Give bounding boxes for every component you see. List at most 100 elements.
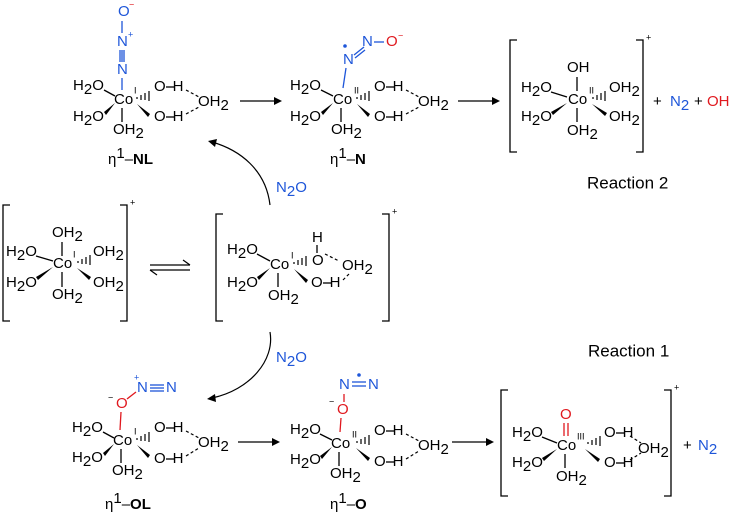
ligand-h2o-o-2: H2O (290, 451, 321, 472)
bond-co-h2o-nl-1 (103, 89, 116, 97)
ligand-h2o-r2-1: H2O (521, 79, 552, 100)
ligand-oh-top-r2: OH (567, 59, 590, 76)
atom-n2-n: N (362, 33, 373, 50)
hash-co-oh-nl-1 (136, 91, 150, 101)
bond-co-h2o-center-1 (256, 253, 271, 262)
hash-co-oh-center-1 (293, 256, 307, 266)
charge-plus-r1: + (674, 382, 679, 392)
arrow-ol-to-o (238, 438, 280, 446)
atom-o-n: O (386, 33, 398, 50)
atom-n1-ol: N (137, 379, 148, 396)
reagent-n2o-top: N2O (276, 179, 307, 200)
complex-co-i-hexaaqua: + OH2 Co I H2O H2O OH2 OH2 OH2 (2, 197, 135, 322)
ligand-h2o-n-2: H2O (290, 108, 321, 129)
hbond-nl-2 (185, 106, 200, 115)
ligand-oh2-hexa-2: OH2 (93, 274, 124, 295)
wedge-co-h2o-n-2 (321, 103, 333, 115)
water-hbond-center: OH2 (342, 257, 373, 278)
complex-co-ii-product: + OH Co II H2O H2O OH2 OH2 OH2 (509, 32, 651, 153)
ox-state-r1: III (577, 431, 585, 441)
ligand-oh2-hexa-1: OH2 (93, 243, 124, 264)
hash-co-oh-r1-1 (587, 436, 601, 446)
atom-co-r1: Co (557, 437, 576, 454)
ligand-h2o-center-2: H2O (227, 274, 258, 295)
ligand-h2o-o-1: H2O (290, 421, 321, 442)
products-reaction1: + N2 (683, 437, 717, 458)
ligand-oh2-o: OH2 (330, 465, 361, 486)
charge-minus-ol: − (108, 392, 113, 402)
wedge-co-h2o-ol-2 (103, 444, 114, 456)
hbond-r1-2 (629, 452, 642, 461)
ox-state-o: II (352, 429, 357, 439)
wedge-co-h2o-r1-2 (542, 449, 557, 461)
hash-co-oh-o-1 (356, 435, 370, 445)
wedge-co-h2o-hexa-2 (36, 267, 53, 280)
ligand-oh2-bottom-r2: OH2 (567, 122, 598, 143)
plus-r1: + (683, 437, 692, 454)
bond-o-n-ol (126, 391, 137, 400)
product-n2-r1: N2 (698, 437, 717, 458)
bracket-left-center (215, 213, 223, 322)
hash-co-oh2-hexa-1 (77, 255, 91, 265)
bracket-right-r1 (664, 389, 672, 497)
curved-arrow-up (208, 139, 271, 206)
arrow-o-to-product (452, 438, 494, 446)
ligand-h2o-hexa-2: H2O (6, 274, 37, 295)
products-reaction2: + N2 + OH (653, 93, 730, 114)
water-hbond-nl: OH2 (198, 93, 229, 114)
atom-n1-nl: N (117, 33, 128, 50)
charge-minus-o: − (329, 396, 334, 406)
arrow-n-to-product (458, 97, 500, 105)
hbond-n-1 (405, 89, 420, 98)
ligand-oh2-nl: OH2 (113, 121, 144, 142)
equilibrium-arrows (149, 259, 191, 276)
bracket-left-r1 (500, 389, 508, 497)
ligand-oh2-r2-2: OH2 (609, 108, 640, 129)
plus-r2-2: + (694, 93, 703, 110)
wedge-co-oh-o-2 (356, 448, 370, 461)
wedge-co-oh-center-2 (294, 269, 308, 283)
hbond-ol-2 (185, 447, 200, 457)
wedge-co-oh2-hexa-2 (77, 268, 91, 280)
bracket-right-center (382, 213, 390, 322)
bracket-right-r2 (636, 39, 644, 153)
hbond-o-1 (405, 433, 420, 442)
ox-state-r2: II (589, 85, 594, 95)
title-reaction-1: Reaction 1 (588, 341, 669, 360)
wedge-co-oh2-r2-2 (592, 104, 607, 116)
ligand-h2o-ol-2: H2O (72, 449, 103, 470)
water-hbond-o: OH2 (418, 437, 449, 458)
ligand-h2o-nl-2: H2O (73, 108, 104, 129)
bond-n-n-n-2 (354, 49, 366, 59)
label-eta1-N: η1–N (330, 145, 366, 168)
ligand-oh2-hexa-bottom: OH2 (52, 286, 83, 307)
bracket-left-r2 (509, 39, 517, 153)
hbond-center-1 (324, 253, 340, 262)
ligand-oh2-n: OH2 (331, 121, 362, 142)
hbond-center-2 (342, 272, 351, 281)
charge-plus-nl: + (128, 29, 133, 39)
curved-arrow-down (207, 331, 272, 402)
bond-co-h2o-ol-1 (102, 431, 115, 439)
atom-o-nl: O (118, 3, 130, 20)
label-eta1-O: η1–O (330, 490, 367, 513)
ligand-h2o-r2-2: H2O (521, 108, 552, 129)
ligand-h2o-n-1: H2O (290, 77, 321, 98)
ligand-oh2-r1: OH2 (556, 468, 587, 489)
atom-o-ol: O (116, 395, 128, 412)
ligand-oh-center-1-h: H (312, 229, 323, 246)
radical-dot-o (357, 373, 361, 377)
ligand-h2o-r1-1: H2O (512, 424, 543, 445)
hash-co-oh2-r2-1 (592, 91, 606, 101)
title-reaction-2: Reaction 2 (587, 173, 668, 192)
arrow-nl-to-n (240, 97, 282, 105)
